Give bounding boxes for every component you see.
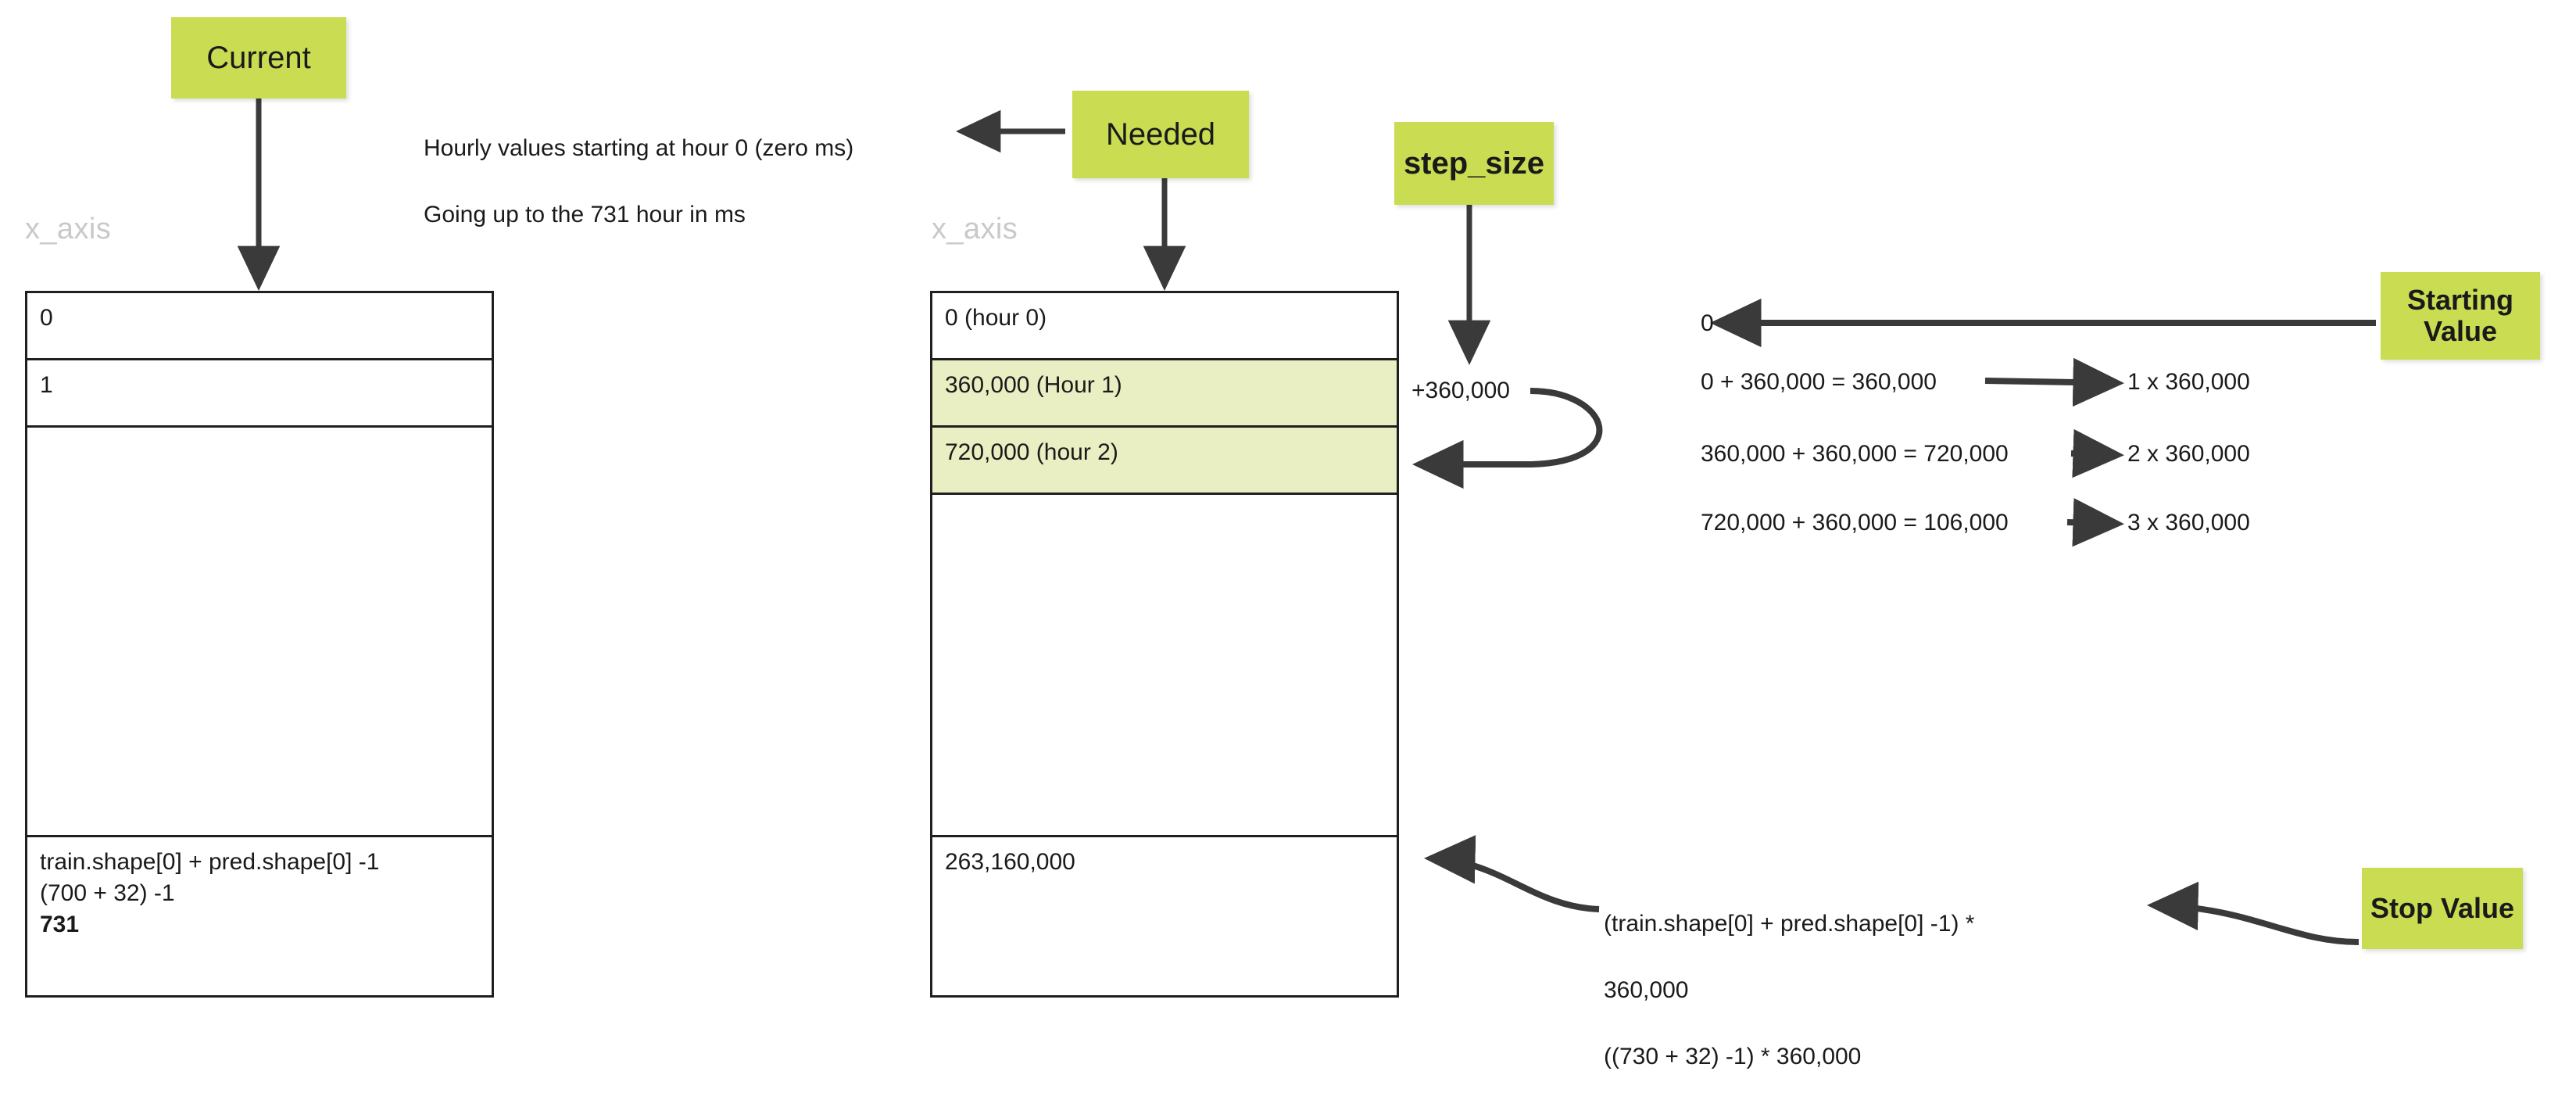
arrow-stopvalue-to-formula [2147, 881, 2360, 945]
chip-needed-label: Needed [1105, 116, 1216, 152]
chip-step-size[interactable]: step_size [1394, 122, 1554, 205]
middle-table-cell-1: 360,000 (Hour 1) [945, 372, 1122, 398]
middle-table-cell-2: 720,000 (hour 2) [945, 439, 1118, 465]
math-equation-3: 720,000 + 360,000 = 106,000 [1701, 510, 2009, 536]
left-table-formula-line-1: train.shape[0] + pred.shape[0] -1 [40, 849, 380, 875]
middle-table: 0 (hour 0) 360,000 (Hour 1) 720,000 (hou… [930, 291, 1399, 998]
arrow-eq3-to-multiple3 [2066, 498, 2124, 547]
chip-current[interactable]: Current [171, 17, 346, 99]
middle-table-cell-4: 263,160,000 [945, 849, 1075, 875]
math-multiple-2: 2 x 360,000 [2127, 441, 2250, 467]
left-table-cell-1: 1 [40, 372, 53, 398]
middle-table-row-3[interactable] [932, 495, 1397, 837]
chip-step-size-label: step_size [1403, 145, 1545, 181]
left-table-formula-line-2: (700 + 32) -1 [40, 880, 175, 907]
middle-table-cell-0: 0 (hour 0) [945, 305, 1047, 331]
left-table-cell-0: 0 [40, 305, 53, 331]
math-equation-2: 360,000 + 360,000 = 720,000 [1701, 441, 2009, 467]
chip-needed[interactable]: Needed [1072, 91, 1249, 178]
left-table: 0 1 train.shape[0] + pred.shape[0] -1 (7… [25, 291, 494, 998]
left-table-row-0[interactable]: 0 [27, 293, 492, 360]
note-line-2: Going up to the 731 hour in ms [424, 201, 746, 227]
arrow-eq2-to-multiple2 [2070, 428, 2124, 478]
middle-table-row-0[interactable]: 0 (hour 0) [932, 293, 1397, 360]
step-size-label: +360,000 [1411, 378, 1510, 403]
chip-stop-value-label: Stop Value [2370, 891, 2515, 924]
arrow-stopformula-to-lastrow [1424, 835, 1600, 912]
chip-starting-value-label: Starting Value [2406, 283, 2513, 347]
math-multiple-1: 1 x 360,000 [2127, 369, 2250, 395]
math-equation-1: 0 + 360,000 = 360,000 [1701, 369, 1937, 395]
middle-table-row-2[interactable]: 720,000 (hour 2) [932, 428, 1397, 495]
stop-formula-line-3: ((730 + 32) -1) * 360,000 [1604, 1043, 1862, 1069]
axis-label-middle: x_axis [932, 213, 1018, 245]
note-line-1: Hourly values starting at hour 0 (zero m… [424, 134, 854, 161]
left-table-row-3[interactable]: train.shape[0] + pred.shape[0] -1 (700 +… [27, 837, 492, 995]
left-table-formula-result: 731 [40, 912, 80, 938]
middle-table-row-4[interactable]: 263,160,000 [932, 837, 1397, 995]
stop-formula-line-2: 360,000 [1604, 976, 1689, 1003]
axis-label-left: x_axis [25, 213, 112, 245]
note-text: Hourly values starting at hour 0 (zero m… [424, 99, 1018, 265]
left-table-row-1[interactable]: 1 [27, 360, 492, 428]
stop-formula-line-1: (train.shape[0] + pred.shape[0] -1) * [1604, 910, 1975, 937]
middle-table-row-1[interactable]: 360,000 (Hour 1) [932, 360, 1397, 428]
chip-stop-value[interactable]: Stop Value [2362, 868, 2523, 949]
arrow-eq1-to-multiple1 [1984, 357, 2124, 407]
math-start-value: 0 [1701, 310, 1714, 336]
chip-starting-value[interactable]: Starting Value [2381, 272, 2540, 360]
left-table-row-2[interactable] [27, 428, 492, 837]
math-multiple-3: 3 x 360,000 [2127, 510, 2250, 536]
chip-current-label: Current [206, 40, 311, 75]
stop-formula: (train.shape[0] + pred.shape[0] -1) * 36… [1604, 874, 2135, 1107]
diagram-canvas: Current Needed step_size Starting Value … [25, 17, 2540, 1069]
